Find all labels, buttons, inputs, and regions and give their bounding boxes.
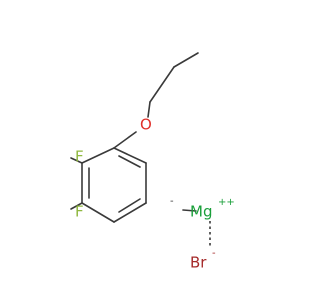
bromine-atom: Br	[190, 254, 207, 272]
oxygen-atom: O	[140, 116, 152, 134]
bond-c1-c2	[173, 52, 199, 68]
bond-fluorine-bottom	[70, 202, 83, 210]
fluorine-bottom-atom: F	[75, 203, 84, 221]
bond-ring-1	[113, 147, 147, 164]
bond-carbanion-mg	[182, 209, 197, 212]
bond-fluorine-top	[70, 157, 83, 164]
fluorine-top-atom: F	[75, 148, 84, 166]
carbanion-charge: -	[170, 196, 174, 207]
bond-ring-double-2	[118, 198, 141, 213]
molecule-diagram: O F F - Mg ++ Br -	[70, 52, 235, 272]
bond-o-ring	[113, 131, 137, 149]
bond-ring-4	[81, 202, 115, 223]
magnesium-charge: ++	[218, 197, 235, 208]
magnesium-atom: Mg	[190, 203, 212, 221]
bond-ring-double-1	[118, 155, 141, 168]
structure-svg: O F F - Mg ++ Br -	[70, 52, 235, 272]
bond-c2-c3	[149, 66, 175, 103]
bond-ring-6	[81, 147, 115, 164]
bond-c3-o	[147, 101, 151, 118]
bromine-charge: -	[212, 248, 216, 259]
bond-ring-3	[113, 202, 147, 223]
